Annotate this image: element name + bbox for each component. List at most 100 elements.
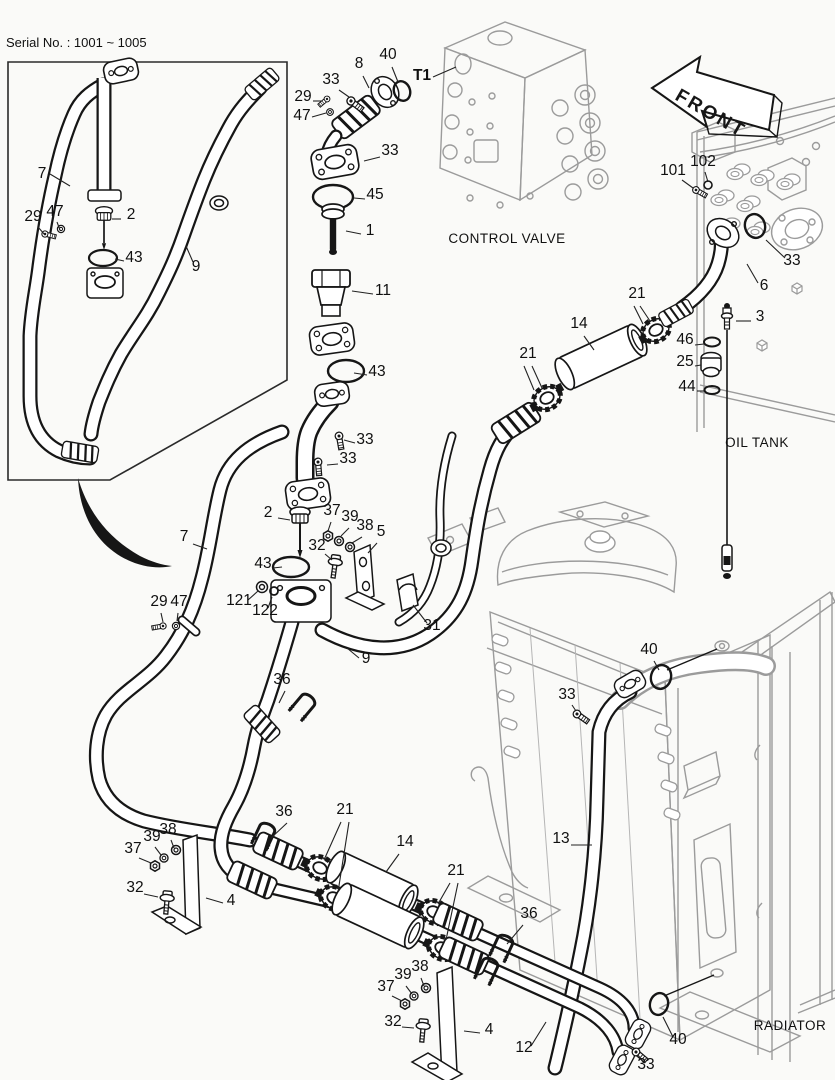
leader-line-32	[143, 893, 159, 898]
leader-line-21	[639, 305, 651, 322]
part-label-36: 36	[273, 671, 290, 688]
leader-line-29	[160, 612, 164, 623]
part-label-36: 36	[275, 803, 292, 820]
leader-line-32	[324, 553, 333, 561]
part-label-6: 6	[760, 277, 769, 294]
part-label-37: 37	[124, 840, 141, 857]
leader-line-37	[138, 857, 152, 864]
leader-line-33	[326, 463, 339, 466]
leader-line-38	[351, 536, 363, 544]
part-label-37: 37	[377, 978, 394, 995]
part-label-3: 3	[756, 308, 765, 325]
radiator-caption: RADIATOR	[754, 1018, 827, 1033]
part-label-43: 43	[254, 555, 271, 572]
leader-line-33	[765, 239, 786, 259]
swoosh-mark	[78, 478, 172, 568]
part-label-47: 47	[170, 593, 187, 610]
leader-line-7	[49, 173, 71, 187]
leader-line-40	[653, 660, 660, 671]
part-label-29: 29	[150, 593, 167, 610]
leader-line-47	[56, 221, 61, 231]
leader-line-102	[704, 171, 709, 183]
leader-line-32	[401, 1026, 415, 1029]
part-label-32: 32	[126, 879, 143, 896]
part-label-T1: T1	[413, 67, 431, 84]
part-label-14: 14	[570, 315, 588, 332]
part-label-33: 33	[637, 1056, 654, 1073]
part-label-9: 9	[362, 650, 371, 667]
part-label-121: 121	[226, 592, 252, 609]
leader-line-33	[571, 704, 577, 712]
leader-line-21	[445, 882, 459, 941]
part-label-43: 43	[368, 363, 385, 380]
leader-line-36	[278, 690, 286, 704]
leader-line-40	[391, 66, 399, 83]
part-label-1: 1	[366, 222, 375, 239]
leader-line-101	[681, 179, 694, 189]
part-label-29: 29	[294, 88, 311, 105]
part-label-4: 4	[227, 892, 236, 909]
part-label-40: 40	[640, 641, 658, 658]
leader-line-33	[338, 89, 350, 98]
part-label-102: 102	[690, 153, 716, 170]
part-label-122: 122	[252, 602, 278, 619]
part-label-44: 44	[678, 378, 696, 395]
leader-line-36	[270, 822, 288, 839]
part-label-32: 32	[384, 1013, 401, 1030]
part-label-4: 4	[485, 1021, 494, 1038]
leader-line-47	[311, 112, 327, 118]
leader-line-7	[192, 543, 208, 550]
leader-line-46	[694, 343, 705, 346]
leader-line-1	[345, 230, 362, 235]
leader-line-43	[114, 258, 125, 262]
leader-line-8	[362, 75, 370, 89]
part-label-33: 33	[783, 252, 800, 269]
leader-line-21	[337, 821, 350, 893]
leader-line-43	[272, 566, 283, 569]
part-label-2: 2	[127, 206, 136, 223]
leader-line-43	[353, 372, 368, 376]
part-label-40: 40	[669, 1031, 687, 1048]
part-label-31: 31	[423, 617, 440, 634]
leader-line-14	[583, 335, 595, 351]
leader-line-31	[412, 604, 428, 624]
part-label-40: 40	[379, 46, 397, 63]
leader-line-29	[37, 226, 46, 236]
part-label-36: 36	[520, 905, 537, 922]
leader-line-9	[185, 245, 194, 263]
part-label-32: 32	[308, 537, 325, 554]
part-label-25: 25	[676, 353, 693, 370]
leader-line-33	[637, 1054, 644, 1063]
radiator-drawing	[427, 501, 835, 1062]
part-label-45: 45	[366, 186, 383, 203]
leader-line-11	[351, 290, 374, 295]
leader-line-38	[170, 839, 175, 849]
part-label-14: 14	[396, 833, 414, 850]
part-label-7: 7	[180, 528, 189, 545]
leader-line-21	[633, 305, 644, 325]
part-label-13: 13	[552, 830, 569, 847]
part-label-8: 8	[355, 55, 364, 72]
part-label-29: 29	[24, 208, 41, 225]
part-label-46: 46	[676, 331, 693, 348]
leader-line-47	[176, 612, 179, 622]
oil-tank-caption: OIL TANK	[725, 435, 789, 450]
leader-line-121	[247, 590, 259, 601]
leader-line-9	[346, 647, 360, 659]
part-label-33: 33	[381, 142, 398, 159]
leader-line-37	[391, 995, 403, 1002]
leader-line-4	[463, 1030, 481, 1034]
control-valve-caption: CONTROL VALVE	[448, 231, 565, 246]
leader-line-122	[267, 596, 273, 609]
leader-line-5	[367, 542, 378, 554]
part-label-2: 2	[264, 504, 273, 521]
leader-line-T1	[432, 66, 457, 78]
leader-line-39	[340, 527, 350, 537]
part-label-7: 7	[38, 165, 47, 182]
part-label-38: 38	[159, 821, 176, 838]
control-valve-drawing	[439, 21, 609, 209]
leader-line-21	[531, 365, 543, 389]
part-label-12: 12	[515, 1039, 532, 1056]
